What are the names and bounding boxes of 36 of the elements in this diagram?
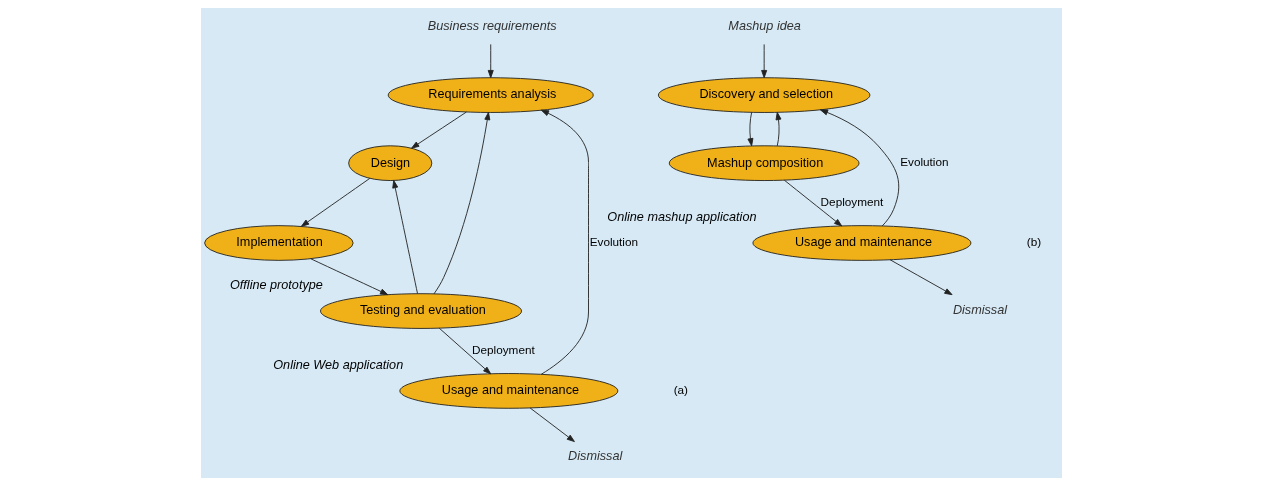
arrow xyxy=(300,177,370,227)
node-text: Dismissal xyxy=(952,302,1007,317)
label: (a) xyxy=(673,382,688,396)
arrow xyxy=(410,111,467,149)
arrow xyxy=(529,407,575,443)
label: (b) xyxy=(1026,235,1041,249)
node-label: Online mashup application xyxy=(606,210,756,225)
node-ellipse: Design xyxy=(347,145,432,181)
node-ellipse: Discovery and selection xyxy=(657,77,870,113)
arrow xyxy=(309,258,388,296)
arrow xyxy=(760,43,767,79)
arrow xyxy=(487,43,494,79)
node-label: Offline prototype xyxy=(229,278,323,293)
node-ellipse: Usage and maintenance xyxy=(751,225,971,261)
node-text: Mashup idea xyxy=(727,19,801,34)
node-ellipse: Implementation xyxy=(203,225,354,261)
edge-label: Evolution xyxy=(899,155,949,169)
arrow xyxy=(819,109,899,227)
node-ellipse: Requirements analysis xyxy=(387,77,594,113)
edge-label: Deployment xyxy=(820,195,883,209)
arrow xyxy=(889,259,952,296)
node-ellipse: Usage and maintenance xyxy=(398,373,618,409)
node-label: Online Web application xyxy=(272,358,403,373)
arrow xyxy=(433,111,490,295)
node-ellipse: Testing and evaluation xyxy=(319,293,522,329)
arrow xyxy=(540,109,589,375)
arrow xyxy=(783,179,842,227)
node-ellipse: Mashup composition xyxy=(668,145,859,181)
edge-label: Deployment xyxy=(471,343,535,357)
arrow xyxy=(775,111,781,147)
node-text: Dismissal xyxy=(567,449,622,464)
node-text: Business requirements xyxy=(427,19,557,34)
arrow xyxy=(747,111,753,147)
arrow xyxy=(391,180,418,294)
edge-label: Evolution xyxy=(589,235,638,249)
arrow xyxy=(438,327,491,375)
